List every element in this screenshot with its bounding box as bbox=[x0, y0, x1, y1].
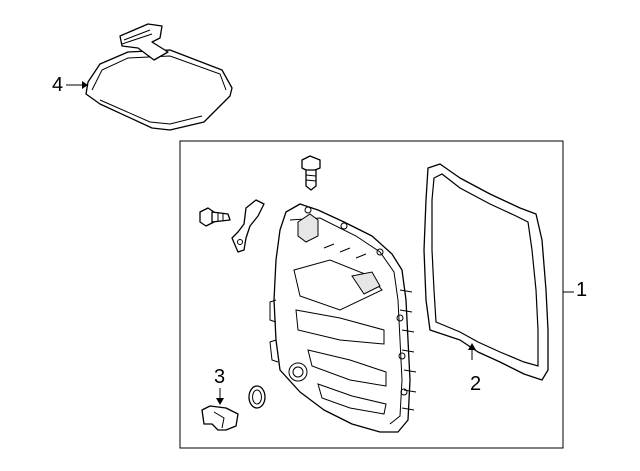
clip-part bbox=[201, 405, 239, 431]
callout-2-leader bbox=[468, 343, 476, 360]
callout-3-leader bbox=[216, 388, 224, 405]
o-ring bbox=[248, 385, 266, 409]
filter-part bbox=[85, 23, 233, 131]
callout-3-label: 3 bbox=[214, 366, 226, 388]
callout-4-leader bbox=[66, 81, 88, 89]
assembly-box bbox=[179, 140, 564, 449]
callout-4-label: 4 bbox=[52, 74, 64, 96]
bracket bbox=[231, 199, 265, 253]
oil-pan bbox=[269, 203, 417, 433]
side-bolt bbox=[199, 207, 231, 227]
callout-1-label: 1 bbox=[576, 279, 588, 301]
drain-bolt bbox=[301, 155, 321, 191]
gasket bbox=[423, 163, 549, 381]
callout-2-label: 2 bbox=[470, 373, 482, 395]
